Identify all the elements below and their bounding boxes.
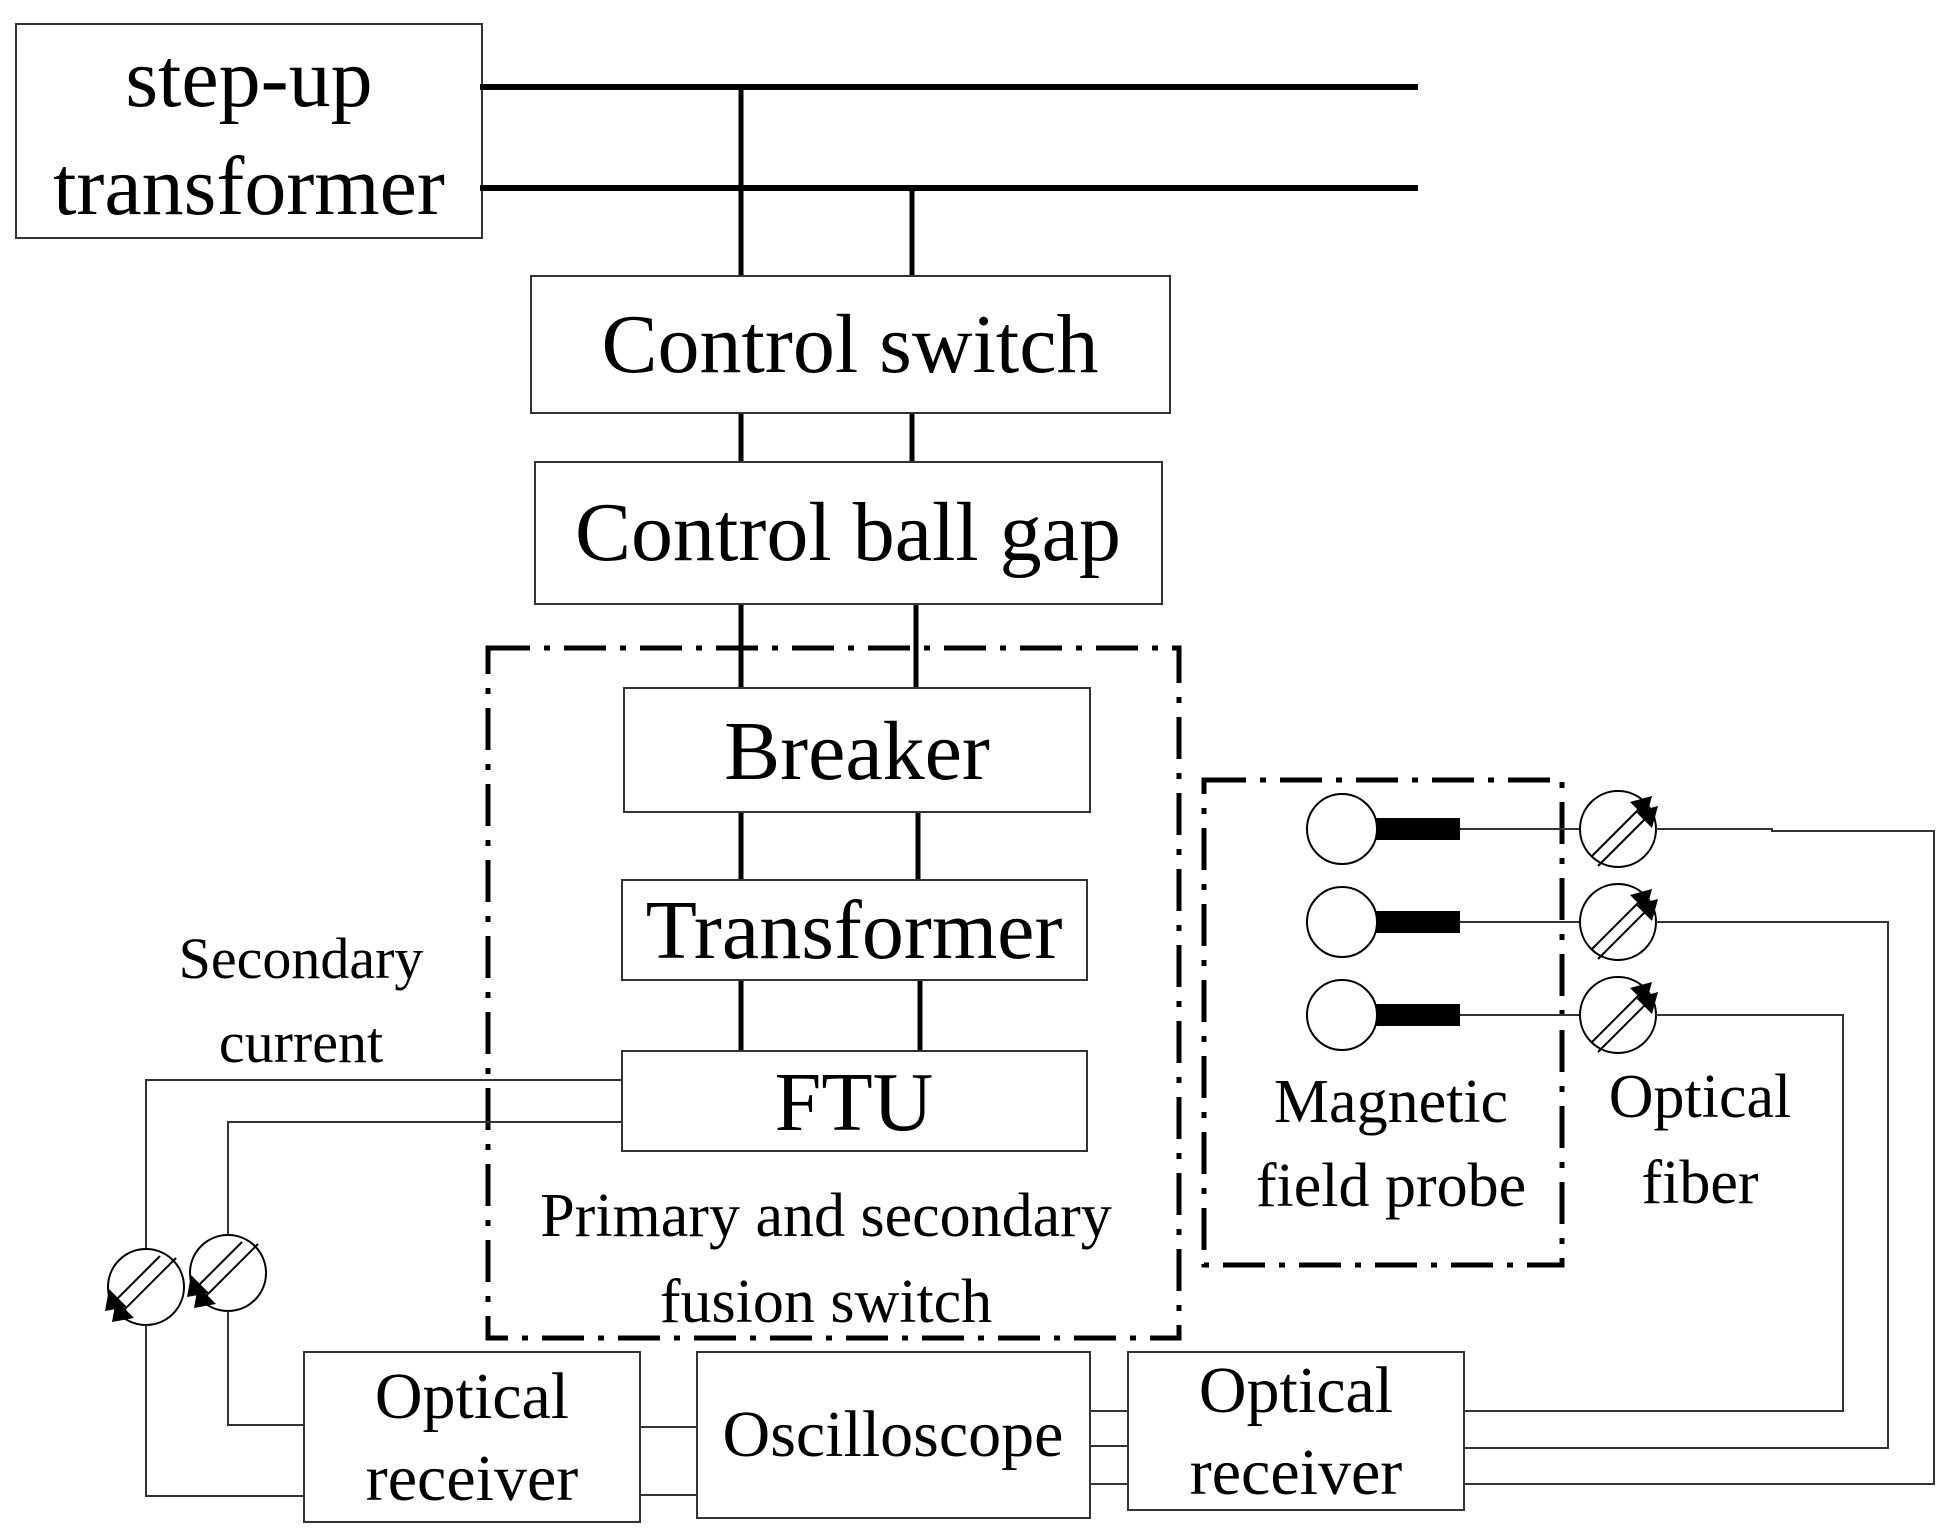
magnetic-field-probe-2 <box>1306 886 1580 958</box>
secondary-current-label-line2: current <box>219 1010 383 1075</box>
optical-receiver-left-label-line1: Optical <box>375 1360 569 1433</box>
magnetic-field-probe-label-line1: Magnetic <box>1274 1068 1508 1136</box>
breaker-block: Breaker <box>623 687 1091 813</box>
secondary-current-wires <box>145 1079 622 1250</box>
magnetic-field-probe-1 <box>1306 793 1580 865</box>
breaker-label: Breaker <box>724 705 990 798</box>
right-optical-coupler-3 <box>1579 976 1658 1054</box>
fusion-switch-label-line2: fusion switch <box>660 1268 992 1336</box>
oscilloscope-to-right-receiver-wires <box>1090 1410 1128 1485</box>
fusion-switch-enclosure <box>485 645 1182 1341</box>
right-optical-coupler-2 <box>1579 883 1658 961</box>
left-receiver-to-oscilloscope-wires <box>640 1426 697 1496</box>
fusion-switch-label-line1: Primary and secondary <box>540 1182 1112 1250</box>
right-fibers <box>1464 828 1935 1485</box>
secondary-current-label-line1: Secondary <box>179 926 424 991</box>
control-switch-label: Control switch <box>602 298 1099 391</box>
step-up-transformer-label-line2: transformer <box>53 140 445 233</box>
transformer-label: Transformer <box>646 884 1063 977</box>
magnetic-field-probe-3 <box>1306 979 1580 1051</box>
magnetic-field-probe-enclosure <box>1201 777 1565 1268</box>
optical-receiver-right-block: Optical receiver <box>1127 1351 1465 1511</box>
optical-fiber-label-line1: Optical <box>1609 1063 1792 1131</box>
optical-receiver-left-label-line2: receiver <box>366 1442 578 1515</box>
left-optical-coupler-2 <box>187 1234 267 1312</box>
right-optical-coupler-1 <box>1579 790 1658 868</box>
left-fibers <box>145 1311 304 1497</box>
left-optical-coupler-1 <box>105 1248 185 1326</box>
step-up-transformer-block: step-up transformer <box>15 23 483 239</box>
control-ball-gap-block: Control ball gap <box>534 461 1163 605</box>
oscilloscope-label: Oscilloscope <box>723 1398 1064 1471</box>
control-ball-gap-label: Control ball gap <box>575 486 1121 579</box>
transformer-block: Transformer <box>621 879 1088 981</box>
main-conductors <box>738 87 923 1051</box>
optical-receiver-left-block: Optical receiver <box>303 1351 641 1523</box>
magnetic-field-probe-label-line2: field probe <box>1256 1152 1526 1220</box>
control-switch-block: Control switch <box>530 275 1171 414</box>
step-up-transformer-label-line1: step-up <box>125 32 372 125</box>
optical-receiver-right-label-line1: Optical <box>1199 1354 1393 1427</box>
ftu-block: FTU <box>621 1050 1088 1152</box>
optical-receiver-right-label-line2: receiver <box>1190 1436 1402 1509</box>
optical-fiber-label-line2: fiber <box>1641 1149 1758 1217</box>
oscilloscope-block: Oscilloscope <box>696 1351 1091 1519</box>
ftu-label: FTU <box>775 1056 934 1149</box>
